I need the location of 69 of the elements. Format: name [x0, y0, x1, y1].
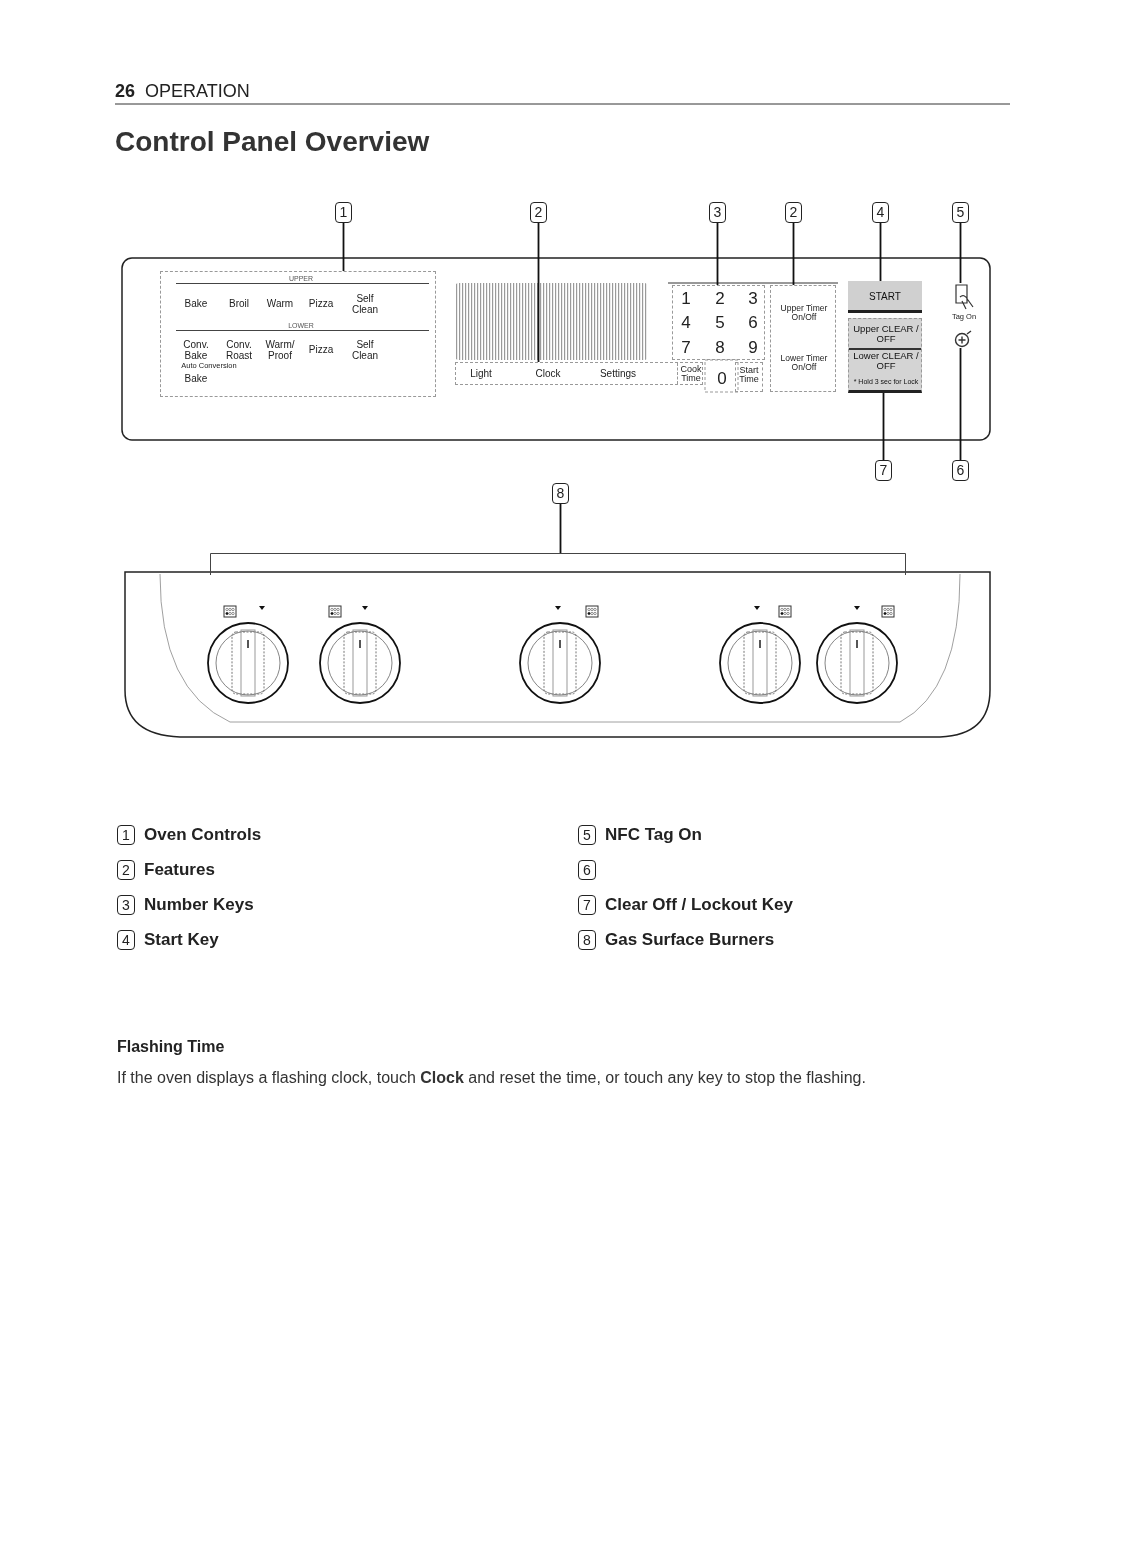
legend-text: NFC Tag On	[605, 824, 702, 846]
legend-text: Gas Surface Burners	[605, 929, 775, 951]
key-digit: 1	[681, 290, 691, 308]
legend-text: Clear Off / Lockout Key	[605, 894, 793, 916]
key-digit: 4	[681, 314, 691, 332]
burner-bracket	[210, 553, 906, 575]
key-label: Cook Time	[679, 364, 703, 384]
callout-number: 6	[952, 460, 969, 481]
page-title: Control Panel Overview	[115, 126, 430, 158]
callout-number: 5	[952, 202, 969, 223]
leader-line	[879, 222, 882, 282]
key-digit: 5	[715, 314, 725, 332]
callout-number: 1	[335, 202, 352, 223]
key-label: Lower CLEAR / OFF	[852, 351, 920, 371]
key-label: Bake	[184, 373, 208, 385]
legend-text: Oven Controls	[144, 824, 262, 846]
key-label: Self Clean	[350, 293, 380, 315]
callout-number: 6	[578, 860, 596, 880]
key-label: Clock	[535, 368, 561, 380]
legend-text: Start Key	[144, 929, 219, 951]
section-header: OPERATION	[145, 81, 250, 102]
clear-keys-panel	[848, 318, 922, 393]
subheading: Flashing Time	[117, 1038, 225, 1056]
key-label: Upper CLEAR / OFF	[852, 324, 920, 344]
key-label: Lower Timer On/Off	[779, 354, 829, 372]
leader-line	[959, 222, 962, 284]
key-label: Broil	[229, 298, 249, 310]
callout-number: 2	[785, 202, 802, 223]
key-digit: 8	[715, 339, 725, 357]
leader-line	[559, 503, 562, 554]
callout-number: 3	[709, 202, 726, 223]
key-label: Pizza	[308, 344, 334, 356]
body-text: If the oven displays a flashing clock, touch Clock and reset the time, or touch any key to stop the flashing.	[117, 1069, 866, 1087]
callout-number: 2	[530, 202, 547, 223]
feature-keys-row	[455, 362, 703, 385]
oven-controls-panel	[160, 271, 436, 397]
key-label: Self Clean	[350, 339, 380, 361]
leader-line	[792, 222, 795, 286]
key-digit: 6	[748, 314, 758, 332]
key-digit: 7	[681, 339, 691, 357]
key-label: Conv. Roast	[224, 339, 254, 361]
key-label: Settings	[599, 368, 637, 380]
callout-number: 4	[872, 202, 889, 223]
key-label: Light	[470, 368, 492, 380]
leader-line	[342, 222, 345, 272]
key-label: Upper Timer On/Off	[779, 304, 829, 322]
callout-number: 7	[875, 460, 892, 481]
key-digit: 9	[748, 339, 758, 357]
start-key	[848, 281, 922, 313]
key-label: START	[869, 291, 901, 303]
leader-line	[716, 222, 719, 286]
key-label: Warm/ Proof	[264, 339, 296, 361]
leader-line	[959, 347, 962, 461]
key-digit: 3	[748, 290, 758, 308]
key-label: Conv. Bake	[182, 339, 210, 361]
key-digit: 0	[717, 370, 727, 388]
start-time-key: Start Time	[735, 362, 763, 392]
diagnosis-icon	[954, 330, 972, 348]
key-digit: 2	[715, 290, 725, 308]
key-label: Bake	[184, 298, 208, 310]
key-label: Warm	[266, 298, 294, 310]
legend-text: Features	[144, 859, 215, 881]
callout-number: 8	[552, 483, 569, 504]
legend-text: Number Keys	[144, 894, 254, 916]
leader-line	[537, 222, 540, 363]
key-label: Pizza	[308, 298, 334, 310]
page-number: 26	[115, 81, 136, 102]
leader-line	[882, 392, 885, 461]
timer-keys-panel	[770, 285, 836, 392]
